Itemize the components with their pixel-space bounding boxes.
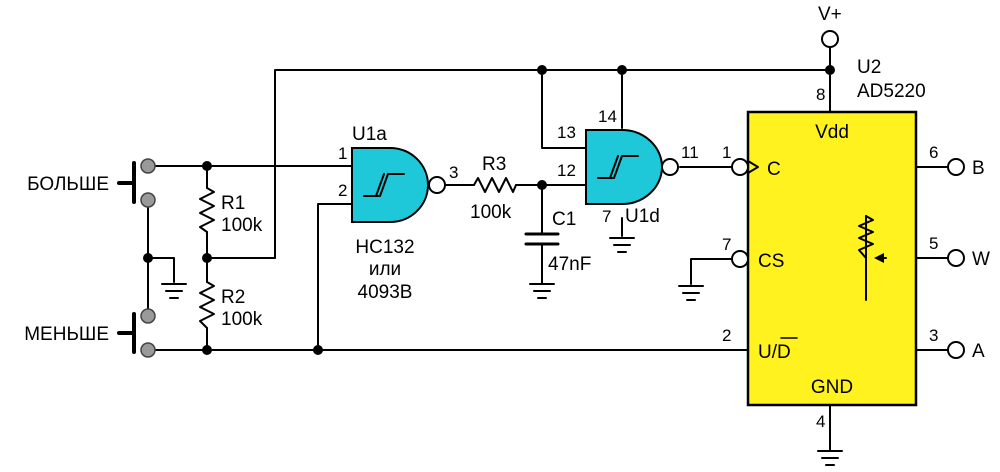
ground-symbol bbox=[529, 283, 555, 299]
gate-a-pin-label: 2 bbox=[338, 181, 347, 200]
chip-cs-label: CS bbox=[758, 251, 784, 272]
chip-pin-label: 6 bbox=[929, 143, 938, 162]
pushbutton-down bbox=[117, 308, 156, 358]
button-contact bbox=[140, 308, 156, 324]
junction-dot bbox=[825, 65, 835, 75]
gate-a-part-line3: 4093B bbox=[358, 282, 413, 303]
c1-value: 47nF bbox=[548, 254, 591, 275]
r2-value: 100k bbox=[221, 309, 263, 330]
schmitt-trigger-icon bbox=[363, 173, 405, 197]
gate-d-name: U1d bbox=[625, 206, 660, 227]
gate-d-in1-wire bbox=[541, 69, 587, 149]
ground-symbol bbox=[678, 285, 704, 301]
gate-d-pin-label: 14 bbox=[598, 107, 617, 126]
button-actuator bbox=[117, 161, 136, 204]
r2-name: R2 bbox=[221, 287, 245, 308]
gate-a-part-line1: HC132 bbox=[355, 237, 414, 258]
button-contact bbox=[140, 192, 156, 208]
button-down-label: МЕНЬШЕ bbox=[24, 324, 109, 345]
cs-inverter-bubble bbox=[731, 250, 749, 268]
ground-symbol bbox=[161, 283, 187, 299]
gate-d-pin-label: 13 bbox=[557, 123, 576, 142]
r1-value: 100k bbox=[221, 215, 263, 236]
supply-rail-wire bbox=[274, 69, 831, 259]
clock-inverter-bubble bbox=[731, 158, 749, 176]
junction-dot bbox=[202, 253, 212, 263]
nand-gate-body bbox=[585, 129, 663, 205]
junction-dots bbox=[143, 65, 835, 355]
chip-pin-label: 7 bbox=[722, 235, 731, 254]
resistor-r1 bbox=[199, 187, 215, 233]
nand-gate-body bbox=[351, 147, 429, 223]
chip-body bbox=[746, 110, 918, 407]
ground-symbol bbox=[609, 237, 635, 253]
gate-d-pin-label: 7 bbox=[602, 207, 611, 226]
junction-dot bbox=[537, 65, 547, 75]
button-actuator bbox=[117, 312, 136, 354]
junction-dot bbox=[202, 161, 212, 171]
resistor-r3 bbox=[473, 177, 517, 193]
junction-dot bbox=[202, 345, 212, 355]
terminal-w bbox=[947, 249, 965, 267]
r1-name: R1 bbox=[221, 193, 245, 214]
junction-dot bbox=[313, 345, 323, 355]
gate-u1a bbox=[351, 147, 446, 223]
chip-pin-label: 8 bbox=[816, 85, 825, 104]
wiper-arrow-icon bbox=[874, 253, 884, 263]
junction-dot bbox=[537, 180, 547, 190]
gate-d-pin-label: 11 bbox=[681, 143, 699, 162]
pushbutton-up bbox=[117, 158, 156, 208]
supply-terminal bbox=[821, 30, 839, 48]
button-contact bbox=[140, 342, 156, 358]
gate-a-pin-label: 1 bbox=[338, 144, 347, 163]
chip-vdd-label: Vdd bbox=[815, 122, 849, 143]
schmitt-trigger-icon bbox=[597, 155, 639, 179]
inverter-bubble bbox=[428, 176, 446, 194]
terminal-a-label: A bbox=[972, 341, 985, 362]
chip-ud-label: U/D bbox=[758, 342, 791, 363]
wires bbox=[147, 47, 949, 451]
resistor-r2 bbox=[199, 281, 215, 329]
supply-label: V+ bbox=[818, 4, 842, 25]
terminal-b bbox=[947, 158, 965, 176]
clock-marker-icon bbox=[747, 160, 759, 174]
chip-pin-label: 5 bbox=[929, 234, 938, 253]
gate-a-in2-wire bbox=[317, 203, 353, 351]
chip-part: AD5220 bbox=[857, 81, 926, 102]
gate-a-name: U1a bbox=[352, 124, 387, 145]
r3-name: R3 bbox=[482, 154, 506, 175]
gate-d-pin-label: 12 bbox=[557, 161, 576, 180]
chip-name: U2 bbox=[857, 57, 881, 78]
terminal-a bbox=[947, 341, 965, 359]
gate-a-part-line2: или bbox=[369, 259, 401, 280]
chip-clock-label: C bbox=[767, 159, 781, 180]
button-up-label: БОЛЬШЕ bbox=[27, 174, 109, 195]
junction-dot bbox=[617, 65, 627, 75]
junction-dot bbox=[143, 253, 153, 263]
c1-name: C1 bbox=[552, 209, 576, 230]
capacitor-c1 bbox=[524, 232, 560, 246]
gate-u1d bbox=[585, 129, 679, 205]
terminal-w-label: W bbox=[972, 249, 990, 270]
chip-gnd-label: GND bbox=[811, 377, 853, 398]
r3-value: 100k bbox=[470, 202, 512, 223]
gate-a-pin-label: 3 bbox=[449, 163, 458, 182]
chip-u2 bbox=[746, 110, 918, 407]
inverter-bubble bbox=[661, 158, 679, 176]
chip-pin-label: 2 bbox=[722, 326, 731, 345]
cs-wire bbox=[690, 258, 733, 285]
chip-pin-label: 1 bbox=[722, 143, 731, 162]
terminal-b-label: B bbox=[972, 158, 985, 179]
button-contact bbox=[140, 158, 156, 174]
chip-pin-label: 4 bbox=[816, 412, 825, 431]
chip-pin-label: 3 bbox=[929, 326, 938, 345]
ground-symbol bbox=[817, 450, 843, 466]
